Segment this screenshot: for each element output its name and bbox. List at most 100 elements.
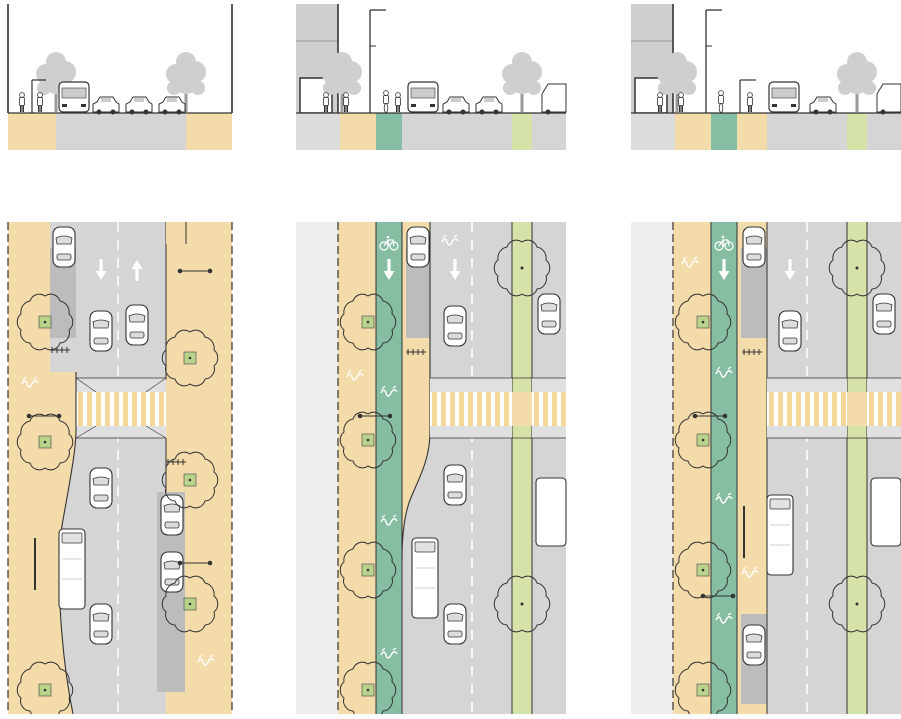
sidewalk-band (737, 113, 767, 150)
crosswalk-stripe (869, 392, 874, 426)
crosswalk-stripe (534, 392, 539, 426)
tree-pit (183, 351, 197, 365)
tree-pit (361, 433, 375, 447)
bus-icon (58, 81, 90, 113)
sidewalk-band (673, 222, 711, 714)
bike-lane-band (376, 113, 402, 150)
crosswalk-stripe (552, 392, 557, 426)
crosswalk-stripe (805, 392, 810, 426)
crosswalk-stripe (814, 392, 819, 426)
pedestrian-icon (19, 92, 25, 113)
roadway-band (402, 113, 512, 150)
car-icon (742, 624, 766, 666)
crosswalk-stripe (468, 392, 473, 426)
crosswalk-stripe (796, 392, 801, 426)
car-icon (742, 226, 766, 268)
car-icon (158, 96, 186, 115)
cross-section-option-a (296, 4, 567, 150)
bus-icon (58, 528, 86, 610)
bike-lane-band (711, 113, 737, 150)
tree-icon (837, 52, 877, 112)
bus-icon (870, 477, 901, 547)
car-icon (537, 293, 561, 335)
crosswalk-stripe (159, 392, 164, 426)
crosswalk-stripe (823, 392, 828, 426)
tree-pit (361, 315, 375, 329)
car-icon (442, 96, 470, 115)
tree-pit (38, 683, 52, 697)
crosswalk-stripe (896, 392, 901, 426)
car-icon (89, 310, 113, 352)
crosswalk-stripe (78, 392, 83, 426)
sidewalk-band (186, 113, 232, 150)
bus-shelter-icon (739, 79, 756, 113)
crosswalk-stripe (105, 392, 110, 426)
tree-pit (183, 473, 197, 487)
roadway-band (867, 113, 901, 150)
sidewalk-band (8, 113, 56, 150)
crosswalk-stripe (150, 392, 155, 426)
bus-icon (766, 494, 794, 576)
crosswalk-stripe (123, 392, 128, 426)
cross-section-option-b (631, 4, 901, 150)
streetlight-icon (705, 9, 722, 113)
roadway-band (56, 113, 186, 150)
cyclist-icon (383, 90, 389, 113)
crosswalk-stripe (495, 392, 500, 426)
crosswalk-stripe (561, 392, 566, 426)
sidewalk-band (675, 113, 711, 150)
tree-pit (361, 683, 375, 697)
crosswalk-stripe (459, 392, 464, 426)
roadway-band (767, 113, 847, 150)
median-band (512, 222, 532, 714)
car-icon (475, 96, 503, 115)
crosswalk-stripe (114, 392, 119, 426)
car-icon (778, 310, 802, 352)
crosswalk-stripe (486, 392, 491, 426)
sidewalk-band (402, 222, 430, 714)
crosswalk-stripe (778, 392, 783, 426)
crosswalk-stripe (477, 392, 482, 426)
crosswalk-stripe (832, 392, 837, 426)
car-icon (125, 96, 153, 115)
car-icon (89, 467, 113, 509)
roadway-band (532, 113, 566, 150)
crosswalk-stripe (769, 392, 774, 426)
plan-existing (7, 222, 233, 719)
crosswalk-stripe (841, 392, 846, 426)
pedestrian-icon (395, 92, 401, 113)
crosswalk-stripe (887, 392, 892, 426)
tree-pit (38, 315, 52, 329)
sidewalk-band (338, 222, 376, 714)
car-icon (443, 603, 467, 645)
tree-pit (696, 563, 710, 577)
tree-icon (502, 52, 542, 112)
car-icon (541, 83, 567, 115)
car-icon (125, 304, 149, 346)
median-band (847, 113, 867, 150)
cross-section-existing (7, 4, 233, 150)
car-icon (876, 83, 901, 115)
bus-icon (768, 81, 800, 113)
crosswalk-stripe (441, 392, 446, 426)
bus-icon (407, 81, 439, 113)
cyclist-icon (718, 90, 724, 113)
car-icon (52, 226, 76, 268)
sidewalk-band (166, 222, 186, 244)
plan-option-a (296, 222, 567, 719)
tree-pit (361, 563, 375, 577)
pedestrian-icon (37, 92, 43, 113)
car-icon (443, 305, 467, 347)
crosswalk-stripe (96, 392, 101, 426)
car-icon (92, 96, 120, 115)
streetlight-icon (369, 9, 386, 113)
car-icon (872, 293, 896, 335)
bus-shelter-icon (31, 79, 46, 113)
bus-icon (535, 477, 567, 547)
median-band (512, 113, 532, 150)
crosswalk-stripe (141, 392, 146, 426)
crosswalk-stripe (432, 392, 437, 426)
car-icon (89, 603, 113, 645)
